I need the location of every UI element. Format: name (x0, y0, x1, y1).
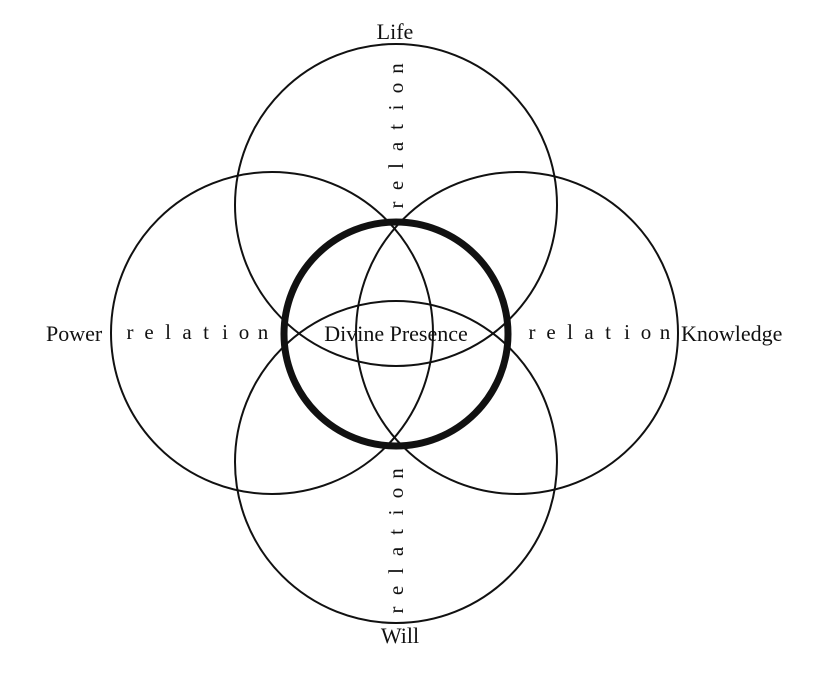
divine-presence-circle (280, 218, 512, 450)
relation-bottom-letter-5: i (384, 509, 408, 515)
relation-top-letter-4: t (384, 124, 408, 130)
relation-right-letter-1: e (546, 320, 555, 344)
relation-top-letter-2: l (384, 163, 408, 169)
relation-bottom-letter-3: a (384, 546, 408, 556)
life-label: Life (377, 19, 414, 44)
life-circle (234, 43, 558, 367)
relation-right-letter-5: i (624, 320, 630, 344)
relation-bottom: r e l a t i on (384, 468, 408, 614)
power-circle (110, 171, 434, 495)
relation-left-letter-4: t (203, 320, 209, 344)
relation-right-letter-0: r (529, 320, 536, 344)
relation-top-letter-1: e (384, 181, 408, 190)
knowledge-circle (355, 171, 679, 495)
relation-right-letter-6: o (641, 320, 652, 344)
relation-bottom-letter-2: l (384, 568, 408, 574)
relation-top-letter-7: n (384, 63, 408, 74)
relation-left-letter-3: a (182, 320, 192, 344)
relation-right-letter-7: n (660, 320, 671, 344)
relation-top: r e l a t i on (384, 63, 408, 209)
relation-right-letter-4: t (605, 320, 611, 344)
relation-right-letter-2: l (567, 320, 573, 344)
relation-top-letter-6: o (384, 83, 408, 94)
relation-right-letter-3: a (584, 320, 594, 344)
will-circle (234, 300, 558, 624)
relation-left-letter-5: i (222, 320, 228, 344)
relation-left-letter-6: o (239, 320, 250, 344)
relation-bottom-letter-1: e (384, 586, 408, 595)
relation-left-letter-1: e (144, 320, 153, 344)
relation-bottom-letter-4: t (384, 529, 408, 535)
power-label: Power (46, 321, 103, 346)
relation-left-letter-7: n (258, 320, 269, 344)
relation-top-letter-5: i (384, 104, 408, 110)
relation-left-letter-2: l (165, 320, 171, 344)
center-label: Divine Presence (324, 321, 468, 346)
relation-bottom-letter-7: n (384, 468, 408, 479)
relation-bottom-letter-0: r (384, 607, 408, 614)
relation-bottom-letter-6: o (384, 488, 408, 499)
relation-top-letter-0: r (384, 202, 408, 209)
relation-top-letter-3: a (384, 141, 408, 151)
will-label: Will (381, 623, 419, 648)
relation-left-letter-0: r (127, 320, 134, 344)
knowledge-label: Knowledge (681, 321, 782, 346)
